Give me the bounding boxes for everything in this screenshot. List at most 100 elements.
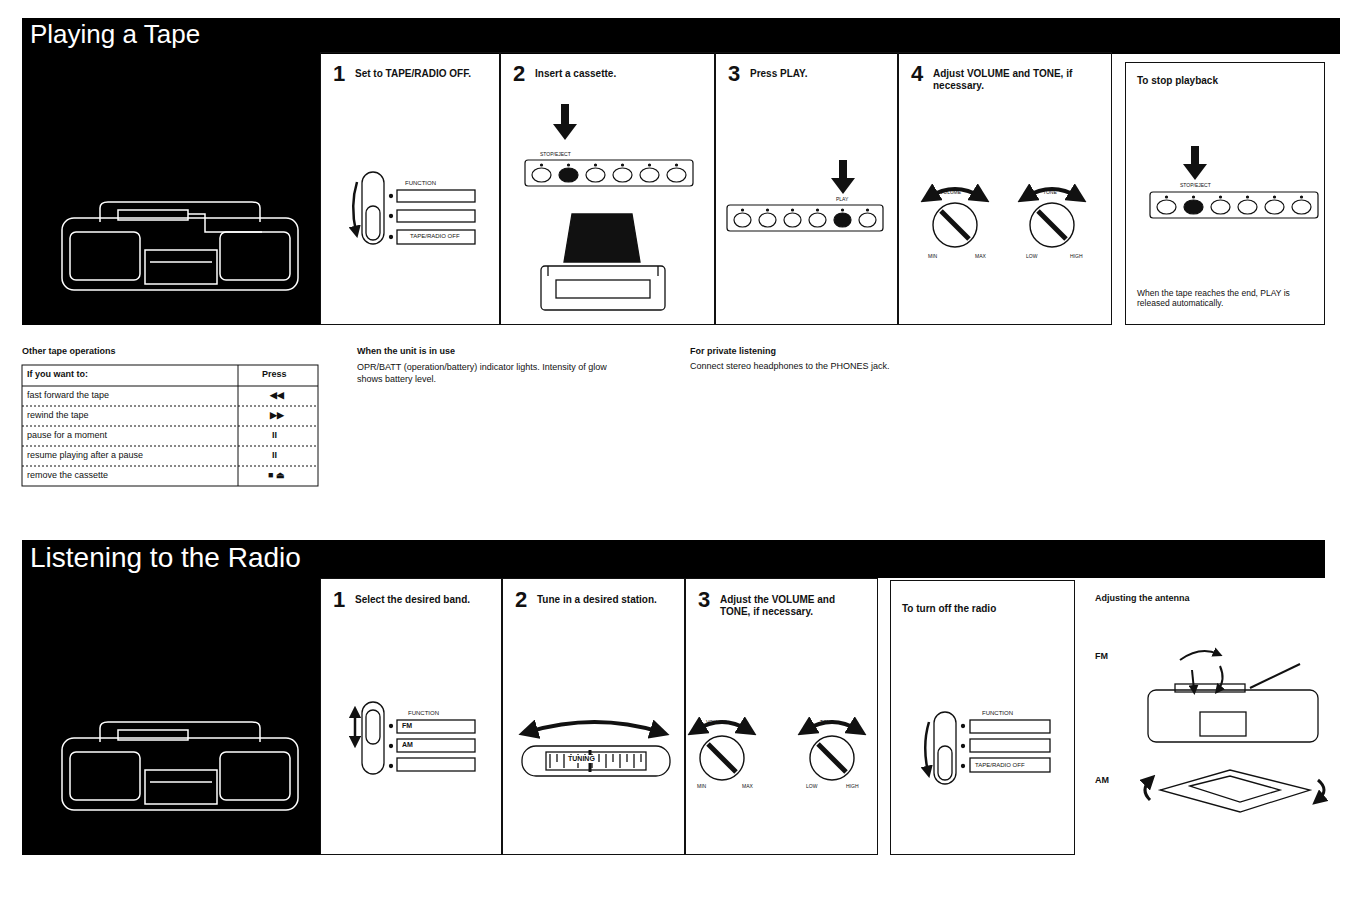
table-cell: rewind the tape bbox=[27, 411, 89, 421]
table-cell: resume playing after a pause bbox=[27, 451, 143, 461]
dial-tick bbox=[640, 754, 641, 762]
button bbox=[613, 168, 632, 182]
box-heading: To stop playback bbox=[1137, 75, 1315, 87]
table-cell: pause for a moment bbox=[27, 431, 107, 441]
button bbox=[640, 168, 659, 182]
part-label: VOLUME bbox=[706, 720, 727, 726]
part-label: TAPE/RADIO OFF bbox=[975, 762, 1025, 769]
part-label: STOP/EJECT bbox=[540, 152, 571, 158]
button-mark bbox=[1301, 196, 1303, 198]
button-mark bbox=[1220, 196, 1222, 198]
step-box: To turn off the radio bbox=[890, 580, 1075, 855]
section-title: Playing a Tape bbox=[30, 20, 200, 50]
down-arrow bbox=[1183, 146, 1207, 180]
step-box: 2 Insert a cassette. bbox=[500, 52, 715, 325]
step-number: 4 bbox=[911, 61, 923, 86]
part-label: LOW bbox=[806, 784, 817, 790]
turn-arrow bbox=[929, 189, 981, 197]
dial-tick bbox=[563, 754, 564, 768]
button-mark bbox=[792, 209, 794, 211]
table-cell: II bbox=[272, 451, 277, 461]
step-text: Adjust the VOLUME and TONE, if necessary… bbox=[720, 594, 867, 617]
step-text: Set to TAPE/RADIO OFF. bbox=[355, 68, 489, 80]
button-mark bbox=[817, 209, 819, 211]
button-mark bbox=[568, 164, 570, 166]
section-title: Listening to the Radio bbox=[30, 542, 301, 574]
step-box: To stop playbackWhen the tape reaches th… bbox=[1125, 62, 1325, 325]
button bbox=[559, 168, 578, 182]
down-arrow bbox=[831, 160, 855, 194]
button-mark bbox=[1274, 196, 1276, 198]
knob-body bbox=[700, 736, 744, 780]
step-number: 1 bbox=[333, 587, 345, 612]
button-row bbox=[727, 205, 883, 231]
black-panel bbox=[22, 18, 320, 325]
button-panel bbox=[525, 160, 693, 186]
antenna-drawing bbox=[1145, 651, 1324, 812]
part-label: HIGH bbox=[846, 784, 859, 790]
button bbox=[859, 213, 876, 227]
knob bbox=[1026, 189, 1078, 247]
box-note: When the tape reaches the end, PLAY is r… bbox=[1137, 289, 1315, 309]
table-grid bbox=[22, 365, 318, 486]
button bbox=[1292, 200, 1311, 214]
function-switch bbox=[355, 702, 475, 774]
part-label: HIGH bbox=[1070, 254, 1083, 260]
note-text: AM bbox=[1095, 776, 1109, 786]
button-mark bbox=[742, 209, 744, 211]
dial-tick bbox=[605, 754, 606, 768]
tuning-dial bbox=[522, 722, 670, 776]
black-panel bbox=[22, 540, 320, 855]
note-text: Other tape operations bbox=[22, 347, 116, 357]
step-number: 2 bbox=[515, 587, 527, 612]
step-number: 3 bbox=[698, 587, 710, 612]
table-cell: If you want to: bbox=[27, 370, 88, 380]
part-label: FUNCTION bbox=[405, 180, 436, 187]
button bbox=[734, 213, 751, 227]
button bbox=[1157, 200, 1176, 214]
turn-arrow bbox=[1026, 189, 1078, 197]
part-label: PLAY bbox=[836, 197, 848, 203]
box-heading: To turn off the radio bbox=[902, 603, 1065, 615]
knob-pointer bbox=[818, 744, 846, 772]
step-number: 2 bbox=[513, 61, 525, 86]
table-cell: remove the cassette bbox=[27, 471, 108, 481]
part-label: LOW bbox=[1026, 254, 1037, 260]
note-text: OPR/BATT (operation/battery) indicator l… bbox=[357, 362, 617, 385]
part-label: MIN bbox=[928, 254, 937, 260]
cassette-drawing bbox=[541, 214, 665, 310]
button-mark bbox=[595, 164, 597, 166]
step-text: Insert a cassette. bbox=[535, 68, 704, 80]
dial-tick bbox=[619, 754, 620, 768]
note-text: When the unit is in use bbox=[357, 347, 455, 357]
section-band: Listening to the Radio bbox=[22, 540, 1325, 578]
boombox-drawing bbox=[62, 722, 298, 810]
knob-pointer bbox=[941, 211, 969, 239]
note-text: Adjusting the antenna bbox=[1095, 594, 1190, 604]
section-band: Playing a Tape bbox=[22, 18, 1340, 54]
button bbox=[1211, 200, 1230, 214]
button bbox=[1265, 200, 1284, 214]
knob bbox=[806, 722, 858, 780]
table-cell: ◀◀ bbox=[270, 391, 284, 401]
button-mark bbox=[622, 164, 624, 166]
step-number: 1 bbox=[333, 61, 345, 86]
dial-tick bbox=[626, 754, 627, 762]
note-text: For private listening bbox=[690, 347, 776, 357]
knob-body bbox=[933, 203, 977, 247]
step-box: 3 Adjust the VOLUME and TONE, if necessar… bbox=[685, 578, 878, 855]
button-mark bbox=[867, 209, 869, 211]
part-label: VOLUME bbox=[940, 190, 961, 196]
part-label: MAX bbox=[742, 784, 753, 790]
button-row bbox=[1150, 192, 1318, 218]
knob-pointer bbox=[1038, 211, 1066, 239]
dial-tick bbox=[598, 754, 599, 762]
button-row bbox=[525, 160, 693, 186]
table-cell: ■ ⏏ bbox=[268, 471, 285, 481]
step-box: 1Select the desired band. bbox=[320, 578, 502, 855]
step-number: 3 bbox=[728, 61, 740, 86]
part-label: TUNING bbox=[566, 755, 597, 763]
button-mark bbox=[1247, 196, 1249, 198]
